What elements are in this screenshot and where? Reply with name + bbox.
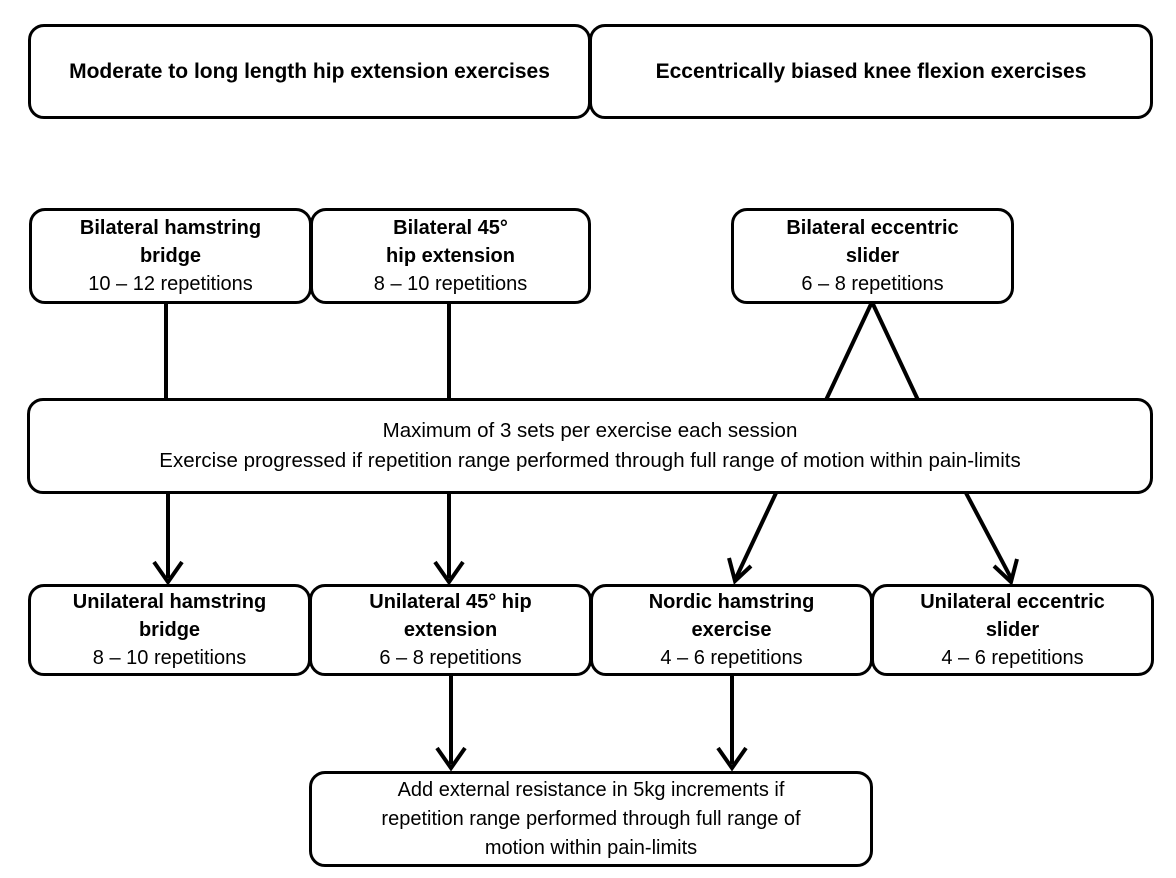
box-title-line1: Unilateral 45° hip xyxy=(369,591,532,613)
box-reps: 4 – 6 repetitions xyxy=(660,647,803,669)
connector-slider-to-rules xyxy=(824,297,920,401)
box-reps: 6 – 8 repetitions xyxy=(801,273,944,295)
arrowhead-nordic-resistance xyxy=(716,746,748,772)
box-reps: 10 – 12 repetitions xyxy=(88,273,253,295)
header-hip-extension-label: Moderate to long length hip extension ex… xyxy=(69,59,550,83)
box-reps: 4 – 6 repetitions xyxy=(941,647,1084,669)
box-nordic-hamstring-exercise: Nordic hamstring exercise 4 – 6 repetiti… xyxy=(590,584,873,676)
box-title-line2: extension xyxy=(403,619,498,641)
arrowhead-hip45 xyxy=(433,560,465,586)
box-session-rules: Maximum of 3 sets per exercise each sess… xyxy=(27,398,1153,494)
box-title-line2: slider xyxy=(845,245,900,267)
box-title-line2: hip extension xyxy=(386,245,515,267)
box-title-line1: Unilateral hamstring xyxy=(72,591,267,613)
box-reps: 6 – 8 repetitions xyxy=(379,647,522,669)
arrow-slider-progression xyxy=(964,492,1013,579)
resistance-line2: repetition range performed through full … xyxy=(381,807,801,830)
box-title-line1: Bilateral 45° xyxy=(393,217,508,239)
header-knee-flexion: Eccentrically biased knee flexion exerci… xyxy=(589,24,1153,119)
box-reps: 8 – 10 repetitions xyxy=(92,647,247,669)
header-hip-extension: Moderate to long length hip extension ex… xyxy=(28,24,591,119)
box-external-resistance: Add external resistance in 5kg increment… xyxy=(309,771,873,867)
box-unilateral-hamstring-bridge: Unilateral hamstring bridge 8 – 10 repet… xyxy=(28,584,311,676)
box-bilateral-hamstring-bridge: Bilateral hamstring bridge 10 – 12 repet… xyxy=(29,208,312,304)
box-reps: 8 – 10 repetitions xyxy=(373,273,528,295)
box-title-line1: Nordic hamstring xyxy=(648,591,815,613)
rules-line1: Maximum of 3 sets per exercise each sess… xyxy=(382,419,798,442)
arrowhead-slider xyxy=(992,558,1019,586)
arrowhead-nordic xyxy=(727,557,753,585)
box-title-line1: Bilateral hamstring xyxy=(79,217,262,239)
box-unilateral-eccentric-slider: Unilateral eccentric slider 4 – 6 repeti… xyxy=(871,584,1154,676)
box-title-line2: bridge xyxy=(138,619,201,641)
box-title-line2: bridge xyxy=(139,245,202,267)
box-bilateral-eccentric-slider: Bilateral eccentric slider 6 – 8 repetit… xyxy=(731,208,1014,304)
box-unilateral-45-hip-extension: Unilateral 45° hip extension 6 – 8 repet… xyxy=(309,584,592,676)
arrowhead-hip45-resistance xyxy=(435,746,467,772)
arrow-nordic-progression xyxy=(734,492,778,579)
box-title-line1: Unilateral eccentric xyxy=(920,591,1105,613)
resistance-line3: motion within pain-limits xyxy=(484,836,698,859)
box-title-line1: Bilateral eccentric xyxy=(786,217,959,239)
arrowhead-bridge xyxy=(152,560,184,586)
resistance-line1: Add external resistance in 5kg increment… xyxy=(397,778,785,801)
rules-line2: Exercise progressed if repetition range … xyxy=(159,449,1021,472)
box-bilateral-45-hip-extension: Bilateral 45° hip extension 8 – 10 repet… xyxy=(310,208,591,304)
box-title-line2: slider xyxy=(985,619,1040,641)
header-knee-flexion-label: Eccentrically biased knee flexion exerci… xyxy=(655,59,1087,83)
box-title-line2: exercise xyxy=(691,619,772,641)
